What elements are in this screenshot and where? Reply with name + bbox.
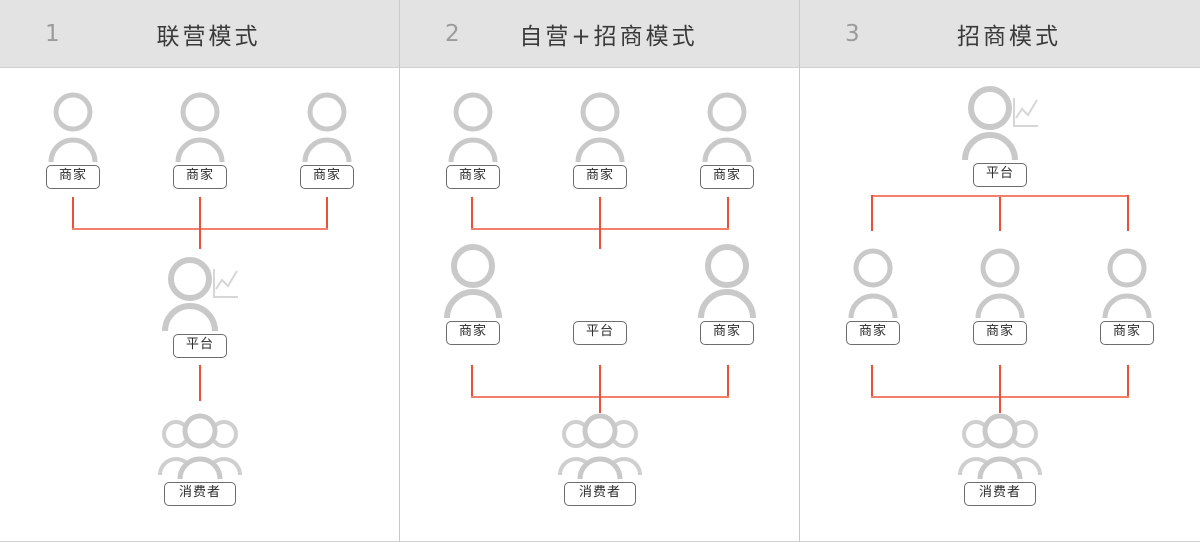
person-icon <box>1067 240 1187 318</box>
node-label: 消费者 <box>963 482 1036 506</box>
column-2-title: 自营+招商模式 <box>519 23 698 50</box>
node-label: 商家 <box>1099 321 1154 345</box>
node-label: 商家 <box>699 165 754 189</box>
node-merchant-3[interactable]: 商家 <box>667 84 787 189</box>
node-label: 平台 <box>972 163 1027 187</box>
person-icon <box>813 240 933 318</box>
node-label: 商家 <box>972 321 1027 345</box>
column-2-index: 2 <box>445 20 460 47</box>
connector-merchants-to-consumers <box>999 365 1001 413</box>
connector-merchant-1-down <box>471 197 473 230</box>
node-label: 平台 <box>572 321 627 345</box>
node-merchant-1[interactable]: 商家 <box>13 84 133 189</box>
person-with-chart-icon <box>940 82 1060 160</box>
connector-merchant-1-down <box>72 197 74 230</box>
node-platform[interactable]: 平台 <box>940 82 1060 187</box>
connector-platform-to-consumers <box>199 365 201 401</box>
node-merchant-2[interactable]: 商家 <box>540 84 660 189</box>
column-3-index: 3 <box>845 20 860 47</box>
person-icon <box>540 84 660 162</box>
connector-merchants-to-platform <box>199 197 201 249</box>
person-icon <box>413 84 533 162</box>
people-group-icon <box>940 401 1060 479</box>
connector-merchant-3-down <box>1127 365 1129 398</box>
person-icon <box>140 84 260 162</box>
column-3-header: 3 招商模式 <box>800 0 1200 68</box>
column-1-index: 1 <box>45 20 60 47</box>
platform-placeholder <box>540 240 660 318</box>
connector-left-merchant-down <box>471 365 473 398</box>
column-1: 1 联营模式 商家 <box>0 0 400 542</box>
node-label: 消费者 <box>163 482 236 506</box>
node-merchant-1[interactable]: 商家 <box>813 240 933 345</box>
column-2-header: 2 自营+招商模式 <box>400 0 799 68</box>
column-2-canvas: 商家 商家 <box>400 68 800 541</box>
node-label: 商家 <box>845 321 900 345</box>
node-label: 商家 <box>45 165 100 189</box>
connector-platform-down <box>999 195 1001 231</box>
node-self-merchant-right[interactable]: 商家 <box>667 240 787 345</box>
person-icon <box>940 240 1060 318</box>
connector-to-merchant-3 <box>1127 195 1129 231</box>
person-icon <box>413 240 533 318</box>
person-with-chart-icon <box>140 253 260 331</box>
node-label: 商家 <box>445 165 500 189</box>
node-label: 商家 <box>445 321 500 345</box>
people-group-icon <box>140 401 260 479</box>
connector-right-merchant-down <box>727 365 729 398</box>
node-label: 商家 <box>699 321 754 345</box>
connector-merchant-3-down <box>727 197 729 230</box>
node-self-merchant-left[interactable]: 商家 <box>413 240 533 345</box>
node-platform[interactable]: 平台 <box>140 253 260 358</box>
node-merchant-3[interactable]: 商家 <box>1067 240 1187 345</box>
connector-platform-to-consumers <box>599 365 601 413</box>
column-3-title: 招商模式 <box>957 23 1061 50</box>
column-3-canvas: 平台 商家 <box>800 68 1200 541</box>
column-1-canvas: 商家 商家 <box>0 68 400 541</box>
column-3: 3 招商模式 <box>800 0 1200 542</box>
connector-merchants-to-platform <box>599 197 601 249</box>
node-consumers[interactable]: 消费者 <box>540 401 660 506</box>
node-merchant-1[interactable]: 商家 <box>413 84 533 189</box>
person-icon <box>667 240 787 318</box>
connector-merchant-3-down <box>326 197 328 230</box>
node-label: 平台 <box>172 334 227 358</box>
column-2: 2 自营+招商模式 商家 <box>400 0 800 542</box>
node-merchant-2[interactable]: 商家 <box>940 240 1060 345</box>
node-label: 商家 <box>172 165 227 189</box>
column-1-title: 联营模式 <box>156 23 261 50</box>
node-consumers[interactable]: 消费者 <box>940 401 1060 506</box>
person-icon <box>667 84 787 162</box>
connector-to-merchant-1 <box>871 195 873 231</box>
person-icon <box>267 84 387 162</box>
node-label: 消费者 <box>563 482 636 506</box>
column-1-header: 1 联营模式 <box>0 0 399 68</box>
connector-merchant-1-down <box>871 365 873 398</box>
node-label: 商家 <box>572 165 627 189</box>
node-consumers[interactable]: 消费者 <box>140 401 260 506</box>
people-group-icon <box>540 401 660 479</box>
connector-platform-bar <box>871 195 1129 197</box>
node-platform[interactable]: 平台 <box>540 240 660 345</box>
node-label: 商家 <box>299 165 354 189</box>
person-icon <box>13 84 133 162</box>
node-merchant-2[interactable]: 商家 <box>140 84 260 189</box>
node-merchant-3[interactable]: 商家 <box>267 84 387 189</box>
